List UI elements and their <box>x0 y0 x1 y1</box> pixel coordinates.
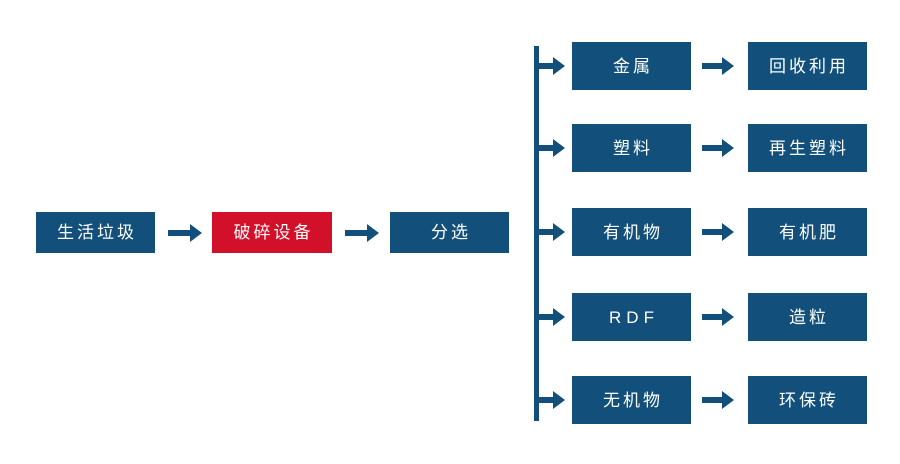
node-product-eco-brick[interactable]: 环保砖 <box>748 376 867 424</box>
node-material-inorganic[interactable]: 无机物 <box>572 376 691 424</box>
node-material-rdf[interactable]: RDF <box>572 293 691 341</box>
right-arrow-icon <box>702 137 736 159</box>
node-material-plastic[interactable]: 塑料 <box>572 124 691 172</box>
branch-arrow-icon <box>536 389 566 411</box>
right-arrow-icon <box>702 221 736 243</box>
branch-arrow-icon <box>536 137 566 159</box>
node-product-granulation[interactable]: 造粒 <box>748 293 867 341</box>
node-waste[interactable]: 生活垃圾 <box>36 212 155 253</box>
node-material-metal[interactable]: 金属 <box>572 42 691 90</box>
node-material-organic[interactable]: 有机物 <box>572 208 691 256</box>
right-arrow-icon <box>702 389 736 411</box>
right-arrow-icon <box>702 55 736 77</box>
branch-arrow-icon <box>536 221 566 243</box>
node-product-metal[interactable]: 回收利用 <box>748 42 867 90</box>
node-sorting[interactable]: 分选 <box>390 212 509 253</box>
right-arrow-icon <box>345 222 381 244</box>
branch-arrow-icon <box>536 55 566 77</box>
node-shredder[interactable]: 破碎设备 <box>212 212 332 253</box>
right-arrow-icon <box>702 306 736 328</box>
node-product-organic-fertilizer[interactable]: 有机肥 <box>748 208 867 256</box>
right-arrow-icon <box>168 222 204 244</box>
node-product-recycled-plastic[interactable]: 再生塑料 <box>748 124 867 172</box>
branch-arrow-icon <box>536 306 566 328</box>
